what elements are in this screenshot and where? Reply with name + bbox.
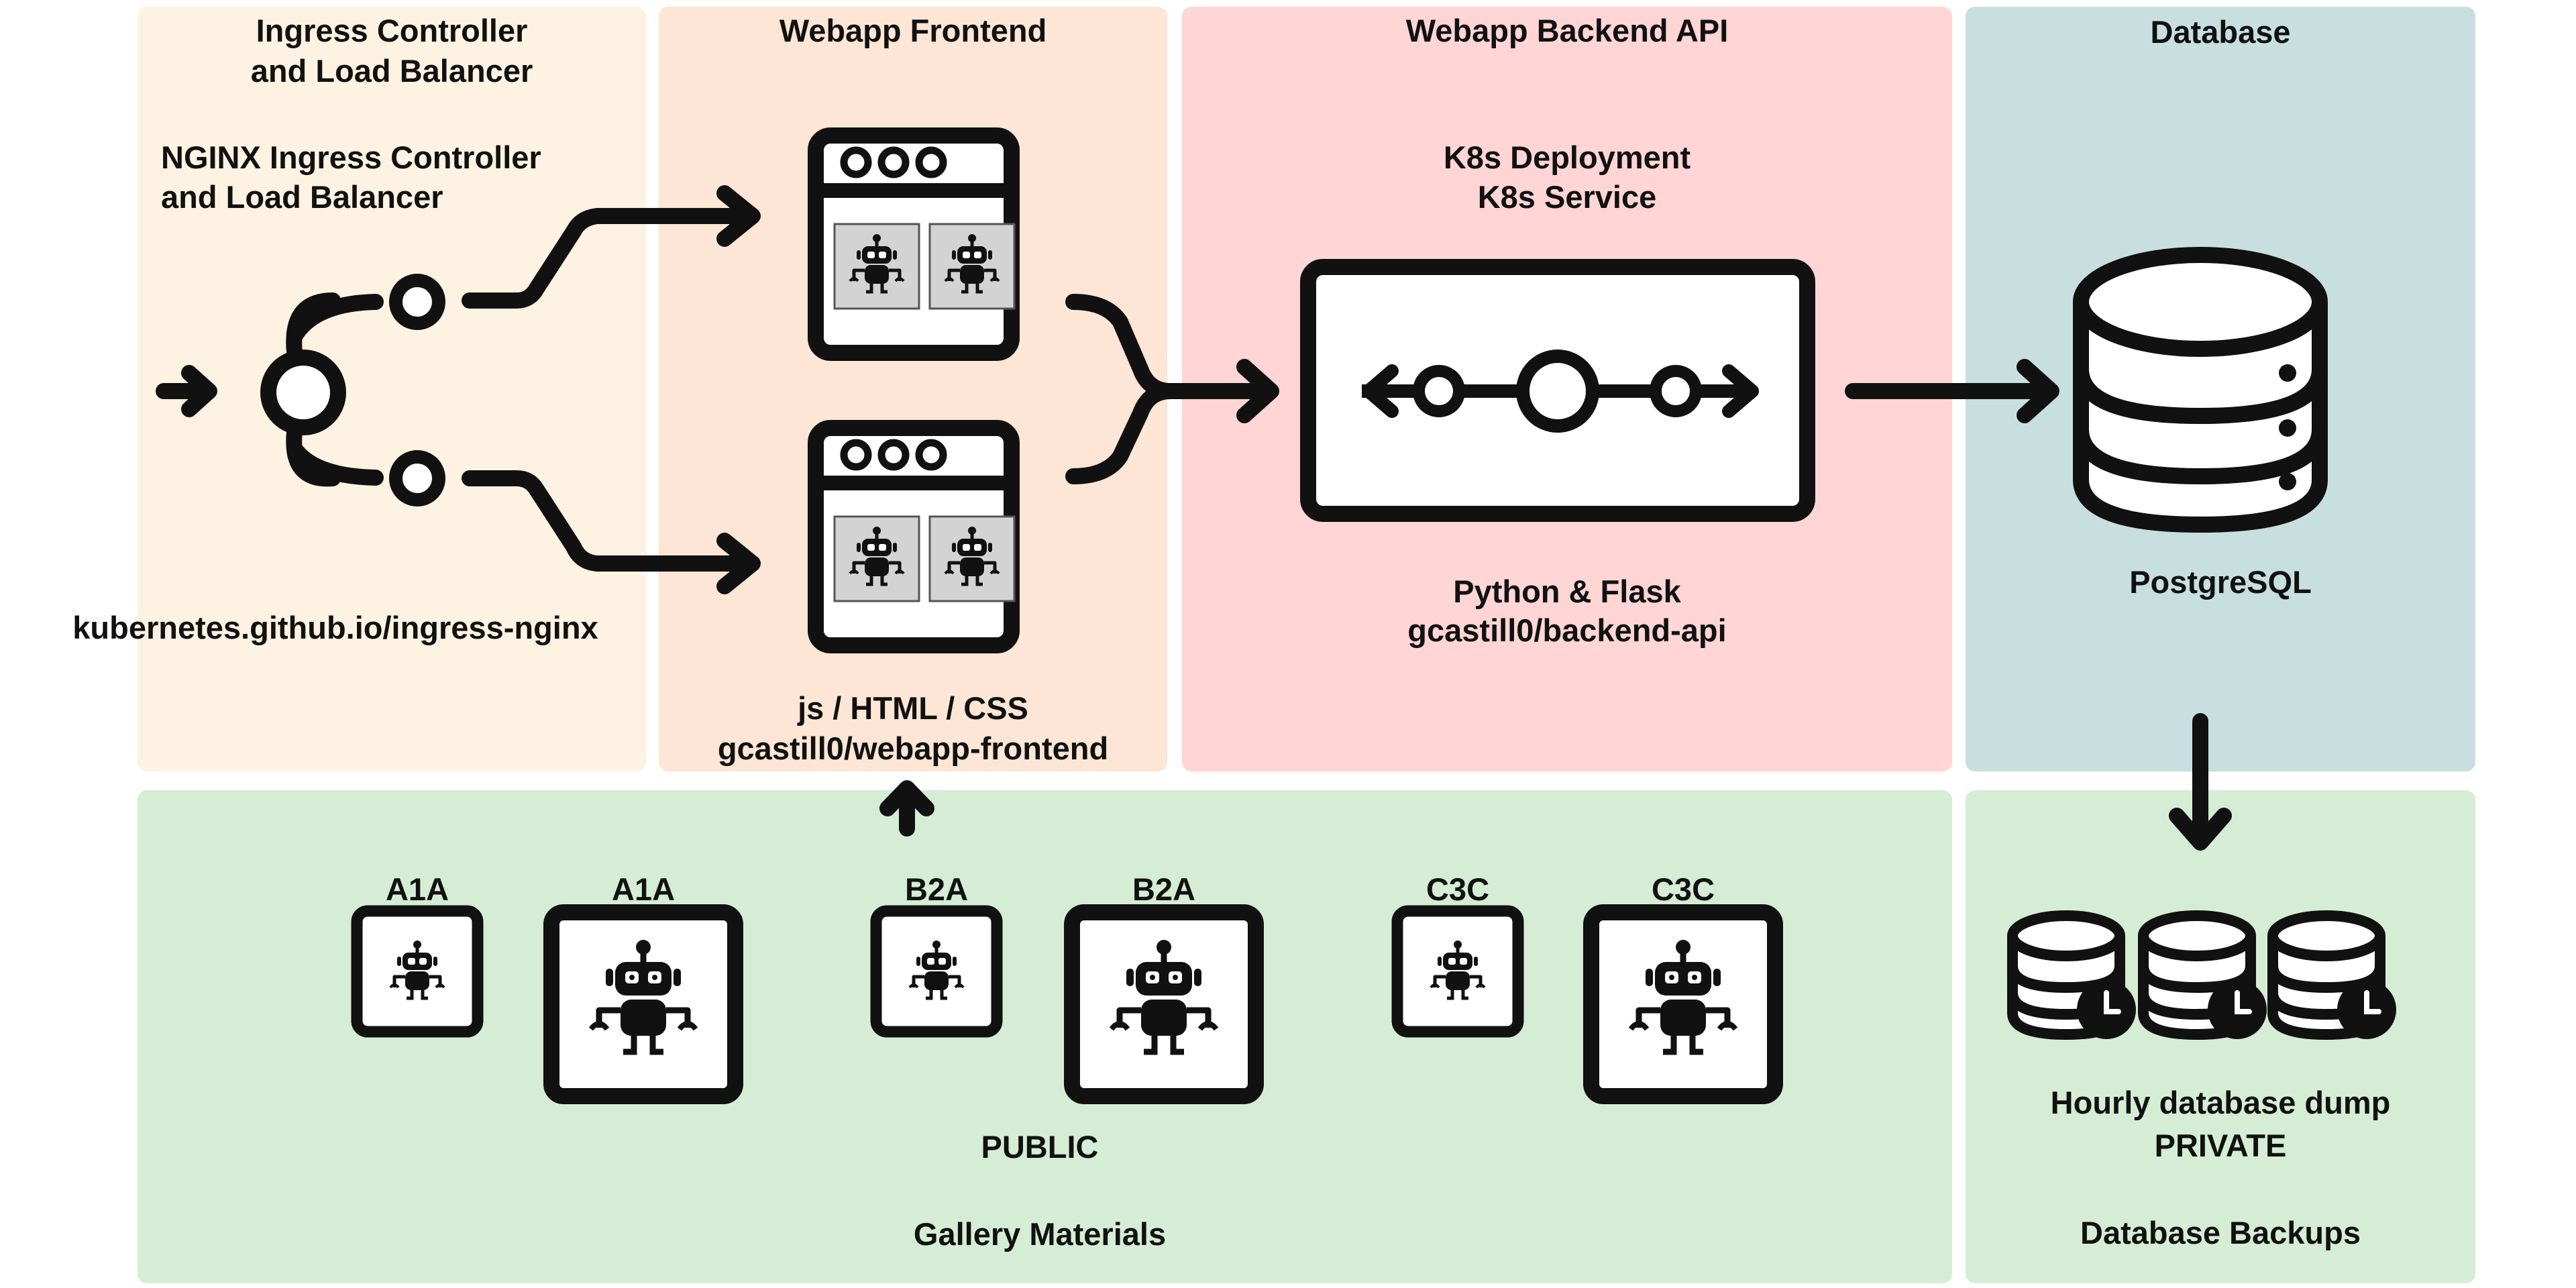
gallery-item-label: C3C (1651, 871, 1715, 907)
gallery-item-label: A1A (385, 871, 449, 907)
backend-repo: gcastill0/backend-api (1407, 612, 1727, 648)
backend-title: Webapp Backend API (1405, 13, 1729, 48)
database-to-backups-arrow (2169, 713, 2232, 851)
gallery-item-small (1391, 905, 1524, 1038)
gallery-item-large (1064, 904, 1264, 1104)
lb-to-frontend-top-arrow (462, 185, 761, 309)
browser-window-icon (816, 136, 1014, 353)
database-title: Database (2150, 14, 2291, 50)
database-label: PostgreSQL (2129, 564, 2312, 600)
frontend-title: Webapp Frontend (779, 13, 1047, 48)
backend-line1: K8s Deployment (1443, 140, 1691, 175)
gallery-item-label: B2A (1132, 871, 1196, 907)
frontend-tech: js / HTML / CSS (798, 690, 1028, 726)
database-icon (2073, 247, 2328, 533)
database-clock-icon (2267, 910, 2396, 1040)
database-clock-icon (2007, 910, 2136, 1040)
k8s-service-icon (1300, 259, 1815, 522)
gallery-materials-title: Gallery Materials (913, 1216, 1167, 1252)
frontend-repo: gcastill0/webapp-frontend (717, 731, 1109, 766)
ingress-name-line2: and Load Balancer (161, 179, 443, 215)
browser-window-icon (816, 428, 1014, 645)
gallery-item-large (543, 904, 743, 1104)
backups-title: Database Backups (2080, 1215, 2361, 1250)
backups-line2: PRIVATE (2154, 1128, 2287, 1163)
entry-arrow (156, 365, 217, 417)
gallery-public-label: PUBLIC (981, 1129, 1099, 1165)
backend-tech: Python & Flask (1453, 574, 1681, 609)
backend-line2: K8s Service (1477, 179, 1657, 215)
gallery-item-label: C3C (1426, 871, 1490, 907)
ingress-title-line1: Ingress Controller (256, 13, 528, 48)
ingress-panel (138, 7, 646, 771)
lb-to-frontend-bottom-arrow (462, 470, 761, 594)
gallery-item-label: A1A (611, 871, 676, 907)
gallery-item-label: B2A (904, 871, 969, 907)
ingress-name-line1: NGINX Ingress Controller (161, 140, 541, 175)
backups-line1: Hourly database dump (2050, 1085, 2391, 1120)
gallery-item-small (870, 905, 1003, 1038)
load-balancer-icon (260, 274, 445, 506)
ingress-url: kubernetes.github.io/ingress-nginx (72, 610, 598, 645)
ingress-title-line2: and Load Balancer (250, 53, 533, 89)
gallery-item-large (1583, 904, 1783, 1104)
database-clock-icon (2138, 910, 2267, 1040)
frontend-to-backend-arrow (1065, 294, 1279, 484)
backend-to-database-arrow (1845, 359, 2059, 423)
gallery-item-small (351, 905, 484, 1038)
gallery-to-frontend-arrow (879, 780, 934, 837)
